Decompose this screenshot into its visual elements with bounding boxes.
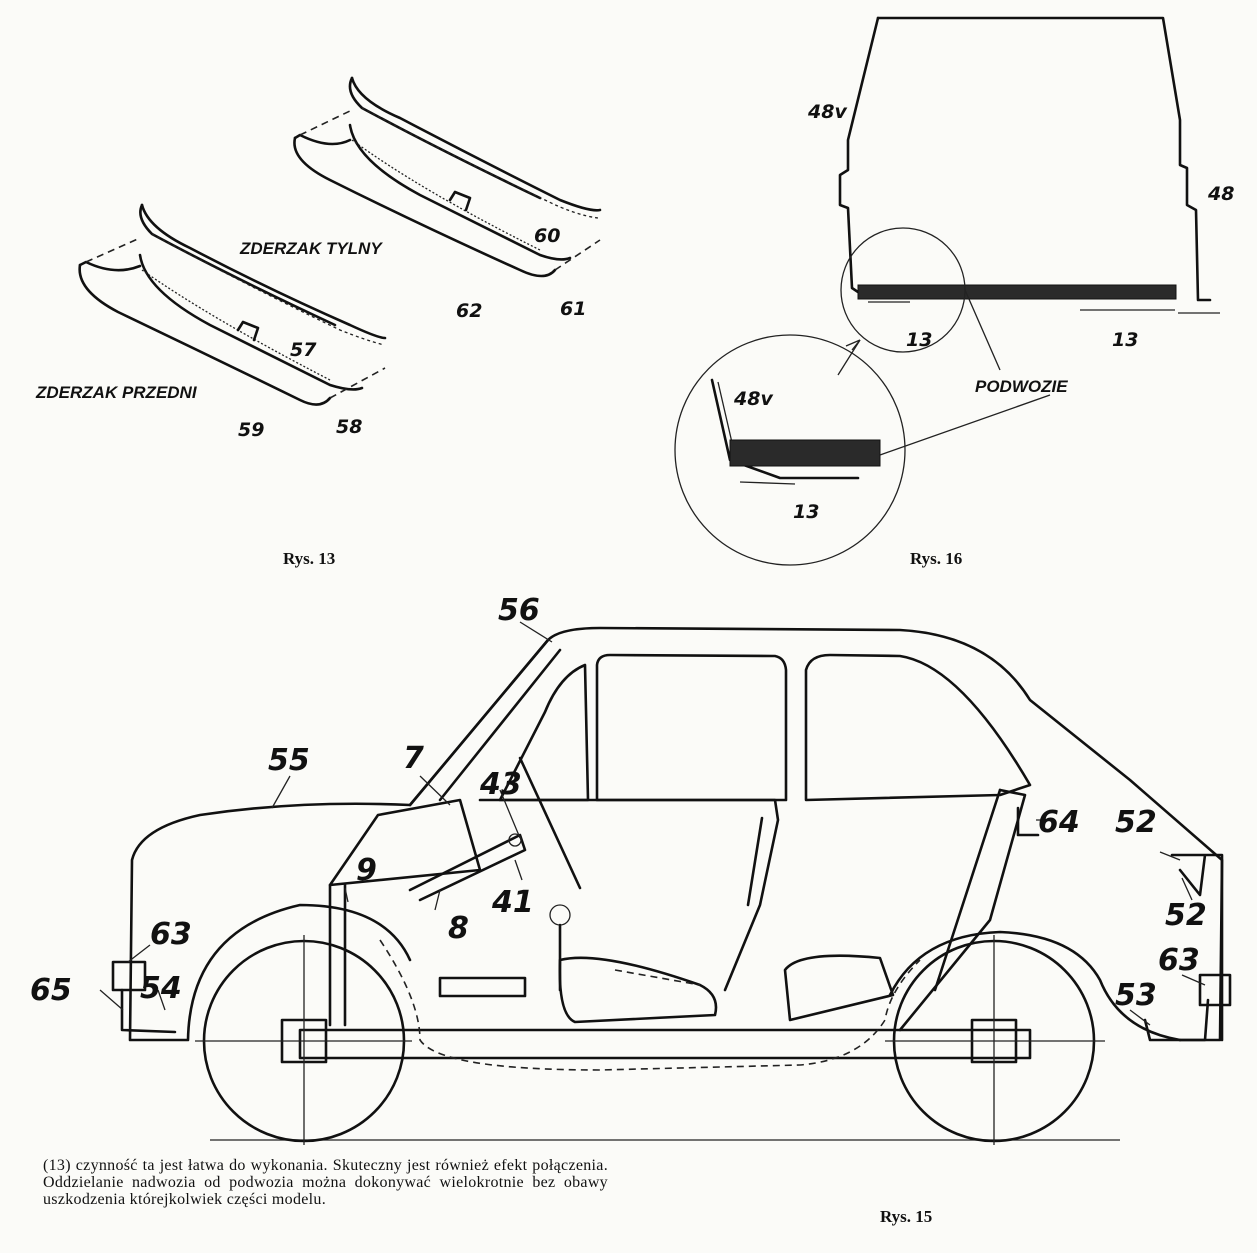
part-label-48v-top: 48v bbox=[807, 101, 847, 123]
rys16-caption: Rys. 16 bbox=[910, 549, 962, 568]
chassis-plate bbox=[857, 284, 1177, 300]
part-label-41: 41 bbox=[491, 885, 534, 920]
part-label-63-rear: 63 bbox=[1158, 943, 1200, 978]
part-label-60: 60 bbox=[534, 225, 560, 247]
part-label-65: 65 bbox=[30, 973, 72, 1008]
part-label-48: 48 bbox=[1207, 183, 1234, 205]
rys15-figure: 56 55 7 43 9 8 41 64 52 52 63 63 65 54 5… bbox=[30, 593, 1232, 1226]
chassis-label: PODWOZIE bbox=[975, 377, 1068, 396]
front-bumper-label: ZDERZAK PRZEDNI bbox=[35, 383, 198, 402]
rear-bumper-label: ZDERZAK TYLNY bbox=[239, 239, 383, 258]
part-label-64: 64 bbox=[1038, 805, 1080, 840]
body-outline bbox=[876, 16, 1212, 302]
rys13-figure: ZDERZAK TYLNY ZDERZAK PRZEDNI 57 58 59 6… bbox=[35, 76, 602, 568]
rear-window bbox=[804, 653, 1032, 802]
rys13-caption: Rys. 13 bbox=[283, 549, 335, 568]
part-label-53: 53 bbox=[1115, 978, 1157, 1013]
part-label-7: 7 bbox=[403, 741, 424, 776]
detail-circle-large bbox=[674, 334, 906, 566]
part-label-63-front: 63 bbox=[150, 917, 192, 952]
part-label-13-left: 13 bbox=[906, 329, 932, 351]
rys16-figure: PODWOZIE 48v 48 13 13 48v 13 Rys. 16 bbox=[674, 16, 1234, 568]
part-label-59: 59 bbox=[238, 419, 264, 441]
part-label-62: 62 bbox=[456, 300, 482, 322]
part-label-52-bottom: 52 bbox=[1165, 898, 1207, 933]
front-bumper bbox=[78, 203, 387, 406]
part-label-57: 57 bbox=[290, 339, 317, 361]
part-label-13-detail: 13 bbox=[793, 501, 819, 523]
part-label-13-right: 13 bbox=[1112, 329, 1138, 351]
rear-bumper bbox=[293, 76, 602, 278]
part-label-56: 56 bbox=[498, 593, 540, 628]
part-label-8: 8 bbox=[448, 911, 469, 946]
part-label-9: 9 bbox=[356, 853, 377, 888]
part-label-61: 61 bbox=[560, 298, 586, 320]
part-label-58: 58 bbox=[336, 416, 362, 438]
part-label-52-top: 52 bbox=[1115, 805, 1157, 840]
part-label-55: 55 bbox=[268, 743, 310, 778]
part-label-43: 43 bbox=[479, 767, 522, 802]
part-label-48v-detail: 48v bbox=[733, 388, 773, 410]
rys15-caption: Rys. 15 bbox=[880, 1207, 932, 1226]
part-label-54: 54 bbox=[140, 971, 182, 1006]
body-paragraph: (13) czynność ta jest łatwa do wykonania… bbox=[43, 1157, 608, 1208]
front-window bbox=[595, 653, 788, 802]
